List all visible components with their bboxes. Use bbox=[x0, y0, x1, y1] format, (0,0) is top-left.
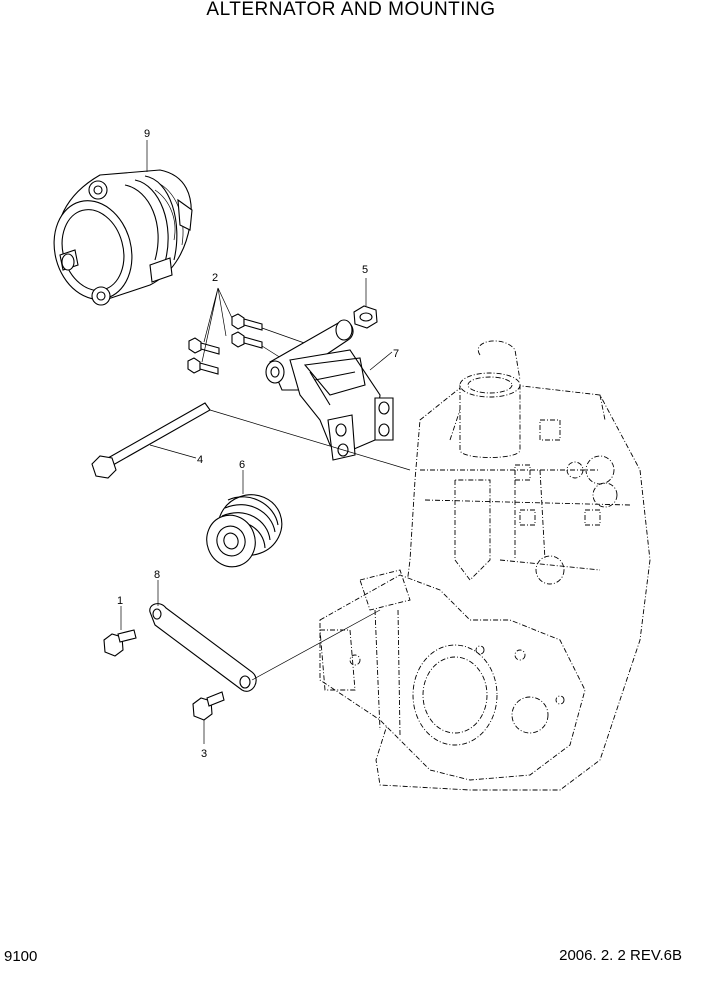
pulley bbox=[206, 470, 283, 568]
adjusting-strap bbox=[149, 580, 381, 692]
callout-7: 7 bbox=[393, 348, 399, 360]
callout-6: 6 bbox=[239, 459, 245, 471]
alternator bbox=[53, 169, 193, 306]
page-title: ALTERNATOR AND MOUNTING bbox=[206, 0, 496, 20]
callout-4: 4 bbox=[197, 454, 203, 466]
callout-3: 3 bbox=[201, 748, 207, 760]
callout-2: 2 bbox=[212, 272, 218, 284]
nut-5 bbox=[353, 278, 378, 329]
long-bolt-4 bbox=[91, 402, 411, 479]
mounting-bracket bbox=[265, 319, 394, 461]
callout-1: 1 bbox=[117, 595, 123, 607]
callout-8: 8 bbox=[154, 569, 160, 581]
callout-5: 5 bbox=[362, 264, 368, 276]
engine-block-outline bbox=[319, 340, 651, 791]
revision-date: 2006. 2. 2 REV.6B bbox=[559, 947, 682, 964]
bolt-1 bbox=[103, 606, 137, 657]
page-code: 9100 bbox=[4, 948, 38, 965]
bolt-set-2 bbox=[187, 287, 311, 375]
callout-9: 9 bbox=[144, 128, 150, 140]
bolt-3 bbox=[192, 691, 225, 744]
